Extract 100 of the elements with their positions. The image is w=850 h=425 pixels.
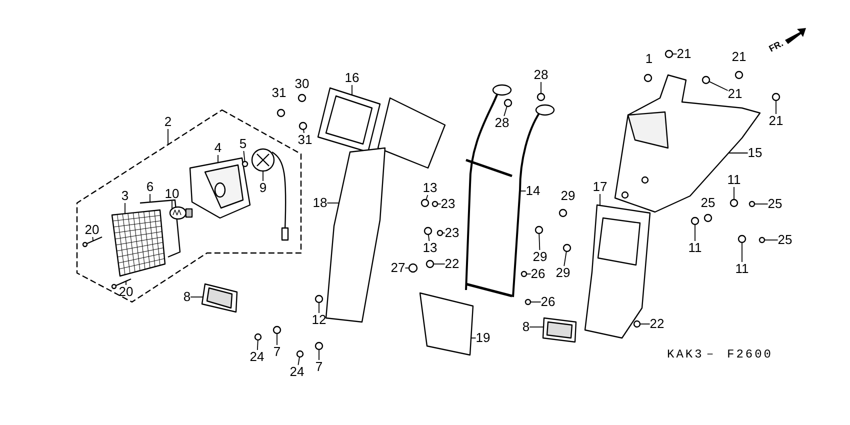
fastener-icon	[633, 320, 641, 328]
leader-line	[428, 234, 430, 242]
callout-number: 22	[444, 257, 460, 271]
fastener-icon	[524, 298, 532, 306]
stay-drawing	[464, 84, 555, 298]
callout-number: 23	[440, 197, 456, 211]
fastener-icon	[772, 92, 780, 102]
callout-number: 25	[700, 196, 716, 210]
leader-line	[529, 326, 544, 328]
reflector-drawing	[201, 283, 238, 313]
fastener-icon	[562, 244, 572, 252]
callout-number: 21	[728, 87, 742, 101]
fastener-icon	[432, 200, 438, 208]
callout-number: 30	[294, 77, 310, 91]
rear-fender-drawing	[614, 74, 761, 213]
callout-number: 11	[727, 173, 741, 187]
callout-number: 13	[422, 181, 438, 195]
fastener-icon	[272, 326, 282, 334]
fastener-icon	[314, 342, 324, 350]
leader-line	[326, 202, 340, 204]
leader-line	[709, 81, 728, 91]
callout-number: 24	[250, 350, 264, 364]
callout-number: 11	[688, 241, 702, 255]
callout-number: 21	[676, 47, 692, 61]
callout-number: 22	[650, 317, 664, 331]
drawing-code: KAK3－ F2600	[667, 346, 773, 362]
callout-number: 28	[494, 116, 510, 130]
callout-number: 3	[121, 189, 129, 203]
callout-number: 17	[592, 180, 608, 194]
callout-number: 8	[522, 320, 530, 334]
fastener-icon	[314, 294, 324, 304]
callout-number: 26	[530, 267, 546, 281]
callout-number: 11	[735, 262, 749, 276]
leader-line	[318, 302, 320, 314]
fastener-icon	[408, 263, 418, 273]
leader-line	[442, 232, 446, 234]
callout-number: 29	[560, 189, 576, 203]
fastener-icon	[254, 333, 262, 341]
fastener-icon	[298, 122, 308, 130]
callout-number: 5	[239, 137, 247, 151]
leader-line	[540, 82, 542, 94]
callout-number: 29	[556, 266, 570, 280]
leader-line	[538, 233, 540, 250]
callout-number: 20	[84, 223, 100, 237]
fastener-icon	[738, 234, 746, 244]
fastener-icon	[758, 236, 766, 244]
callout-number: 18	[312, 196, 328, 210]
leader-line	[124, 202, 126, 214]
callout-number: 24	[290, 365, 304, 379]
callout-number: 27	[390, 261, 406, 275]
fastener-icon	[424, 226, 432, 236]
callout-number: 23	[444, 226, 460, 240]
leader-line	[520, 190, 526, 192]
callout-number: 1	[645, 52, 653, 66]
callout-number: 7	[315, 360, 323, 374]
callout-number: 16	[344, 71, 360, 85]
callout-number: 25	[778, 233, 792, 247]
callout-number: 21	[768, 114, 784, 128]
license-light-bracket-drawing	[584, 204, 651, 339]
leader-line	[694, 224, 696, 242]
bulb-drawing	[169, 206, 193, 220]
callout-number: 8	[183, 290, 191, 304]
fastener-icon	[296, 350, 304, 358]
plate-drawing	[419, 292, 474, 356]
leader-line	[276, 333, 278, 346]
fastener-icon	[436, 230, 444, 236]
callout-number: 29	[532, 250, 548, 264]
fastener-icon	[420, 198, 430, 208]
callout-number: 31	[272, 86, 286, 100]
leader-line	[298, 356, 300, 366]
callout-number: 14	[526, 184, 540, 198]
direction-label: FR.	[767, 38, 785, 54]
fastener-icon	[748, 200, 756, 208]
leader-line	[318, 349, 320, 360]
callout-number: 26	[540, 295, 556, 309]
leader-line	[190, 296, 204, 298]
leader-line	[504, 106, 508, 116]
callout-number: 12	[312, 313, 326, 327]
callout-number: 13	[422, 241, 438, 255]
callout-number: 10	[164, 187, 180, 201]
callout-number: 9	[259, 181, 267, 195]
leader-line	[728, 152, 748, 154]
leader-line	[92, 236, 94, 241]
fastener-icon	[702, 76, 710, 84]
callout-number: 20	[118, 285, 134, 299]
fastener-icon	[664, 50, 674, 58]
license-plate-bracket-drawing	[317, 87, 446, 169]
callout-number: 19	[476, 331, 490, 345]
leader-line	[262, 170, 264, 182]
callout-number: 7	[273, 345, 281, 359]
fastener-icon	[426, 260, 434, 268]
leader-line	[256, 340, 258, 350]
callout-number: 15	[748, 146, 762, 160]
leader-line	[243, 150, 246, 162]
callout-number: 28	[534, 68, 548, 82]
callout-number: 21	[732, 50, 746, 64]
callout-number: 2	[164, 115, 172, 129]
leader-line	[426, 194, 428, 200]
leader-line	[564, 251, 567, 266]
callout-number: 6	[146, 180, 154, 194]
